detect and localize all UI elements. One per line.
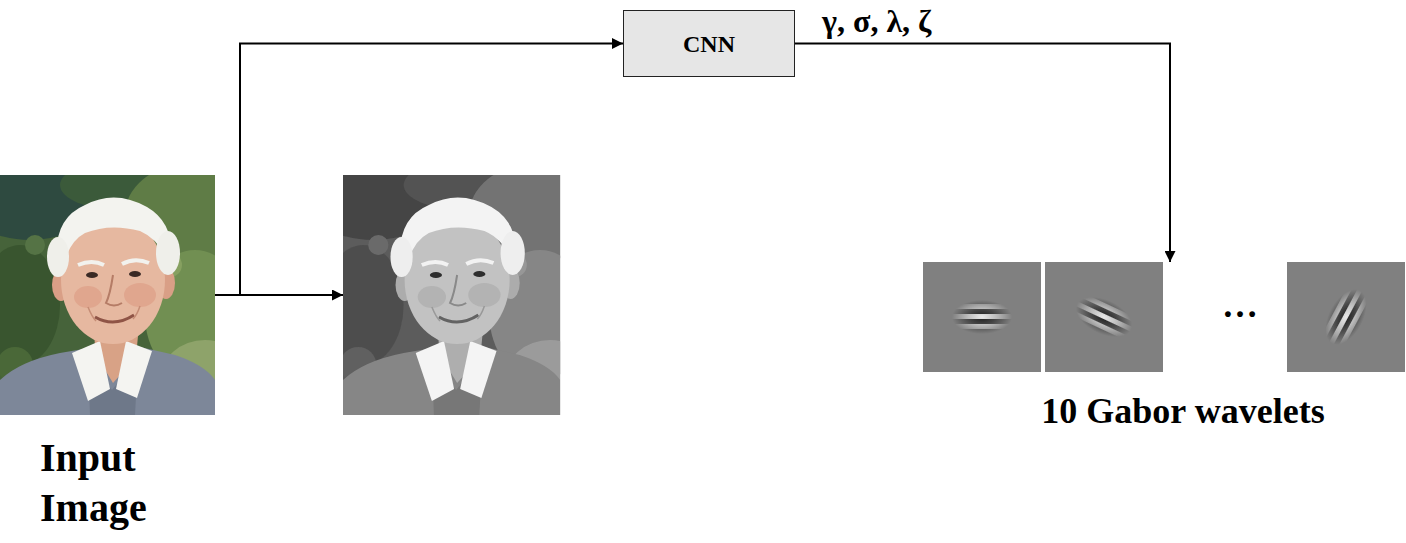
gabor-wavelet-group: 10 Gabor wavelets bbox=[923, 262, 1403, 432]
cnn-box: CNN bbox=[623, 10, 795, 77]
input-image: Input Image bbox=[0, 175, 215, 533]
flow-arrow bbox=[795, 44, 1170, 263]
box-label: CNN bbox=[683, 30, 735, 58]
grayscale-photo bbox=[303, 150, 596, 420]
gabor-wavelet bbox=[1045, 262, 1163, 372]
parameter-label: γ, σ, λ, ζ bbox=[820, 3, 933, 39]
grayscale-image bbox=[343, 175, 560, 415]
gabor-wavelet bbox=[923, 262, 1041, 372]
flow-arrow bbox=[215, 44, 623, 296]
ellipsis-label: … bbox=[1222, 284, 1258, 326]
caption-label: Input Image bbox=[40, 433, 215, 533]
caption-label: 10 Gabor wavelets bbox=[963, 390, 1403, 432]
gabor-wavelet bbox=[1287, 262, 1405, 372]
color-photo bbox=[0, 150, 250, 420]
